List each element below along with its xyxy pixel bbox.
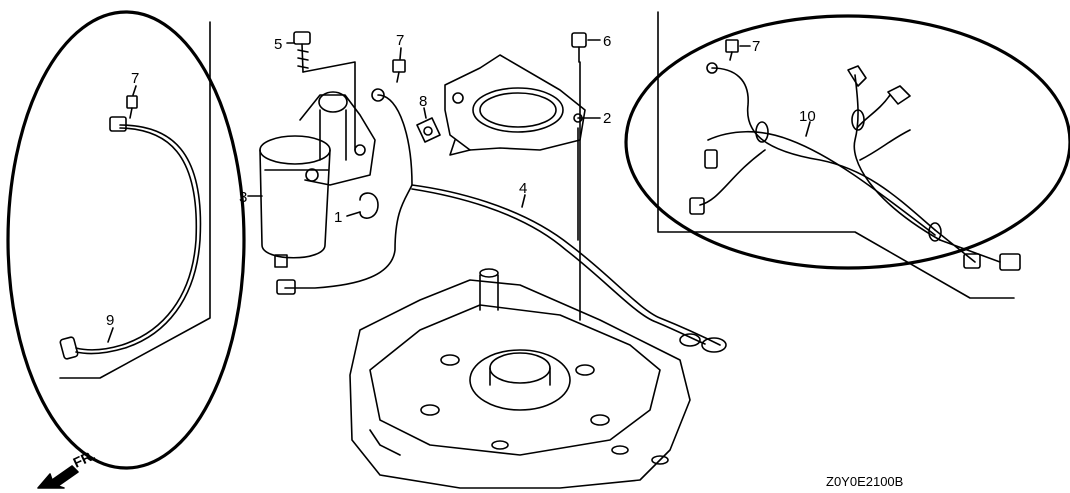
callout-4: 4 [519, 180, 527, 197]
callout-7-mid: 7 [396, 32, 404, 49]
callout-7-right: 7 [752, 38, 760, 55]
cable-9[interactable] [59, 116, 202, 360]
callout-10: 10 [799, 108, 816, 125]
front-label: FR. [71, 447, 98, 471]
callout-6: 6 [603, 33, 611, 50]
callout-3: 3 [239, 189, 247, 206]
inset-right [624, 11, 1070, 299]
bolt-5-guide [302, 61, 356, 151]
starter-motor-3[interactable] [259, 91, 376, 268]
inset-right-bracket [657, 11, 1015, 299]
leader-7-left [132, 85, 137, 96]
harness-10[interactable] [689, 62, 1021, 271]
plate-2[interactable] [444, 54, 586, 156]
callout-2: 2 [603, 110, 611, 127]
leader-7-mid [399, 47, 402, 60]
bolt-5[interactable] [293, 31, 311, 73]
bolt-7-mid[interactable] [392, 59, 406, 83]
callout-8: 8 [419, 93, 427, 110]
bolt-7-left[interactable] [126, 95, 138, 119]
callout-1: 1 [334, 209, 342, 226]
front-arrow-icon [37, 465, 79, 489]
clamp-8[interactable] [416, 117, 441, 143]
bolt-6[interactable] [571, 32, 587, 63]
leader-9 [107, 327, 114, 343]
callout-7-left: 7 [131, 70, 139, 87]
engine-case [349, 268, 691, 489]
leader-8 [423, 107, 427, 119]
inset-left [6, 10, 246, 470]
bolt-7-right[interactable] [725, 39, 739, 61]
leader-1 [346, 211, 361, 217]
inset-right-ellipse [624, 14, 1070, 270]
leader-4 [521, 194, 526, 208]
inset-left-ellipse [6, 10, 246, 470]
starter-cable-4[interactable] [276, 88, 727, 353]
clip-1[interactable] [359, 192, 379, 219]
callout-5: 5 [274, 36, 282, 53]
inset-left-bracket [59, 21, 211, 379]
callout-9: 9 [106, 312, 114, 329]
diagram-code: Z0Y0E2100B [826, 474, 903, 489]
leader-10 [805, 121, 811, 137]
